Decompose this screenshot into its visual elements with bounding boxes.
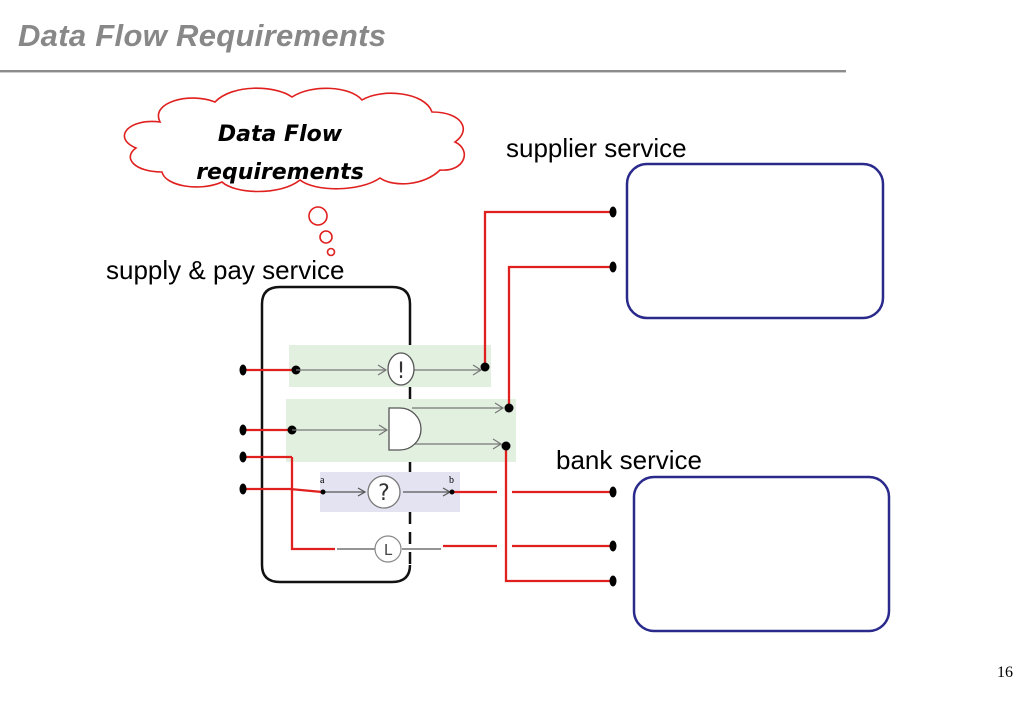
thought-cloud: [123, 87, 466, 193]
query-flow: [323, 487, 452, 497]
query-port-b-dot: [449, 489, 455, 495]
supplier-service-box: [625, 162, 885, 320]
exclusive-flow: [296, 364, 483, 376]
thought-bubble-small: [326, 247, 336, 257]
supplier-service-label: supplier service: [506, 133, 687, 163]
query-port-a-label: a: [320, 475, 325, 486]
slide-title: Data Flow Requirements: [18, 18, 387, 53]
thought-bubble-large: [308, 206, 328, 226]
cloud-caption: Data Flow requirements: [170, 116, 390, 192]
split-flow: [292, 402, 505, 450]
query-operator: [367, 475, 401, 509]
cloud-caption-line-2: requirements: [196, 160, 364, 185]
wires: [243, 210, 610, 583]
page-number: 16: [997, 664, 1013, 681]
supply-pay-service-box: [260, 285, 412, 584]
thought-bubble-medium: [319, 230, 333, 244]
bank-service-box: [632, 475, 891, 633]
title-rule-shadow: [0, 72, 846, 73]
loop-operator: [374, 535, 402, 563]
query-port-a-dot: [320, 489, 326, 495]
cloud-caption-line-1: Data Flow: [217, 122, 343, 147]
split-gate: [388, 407, 422, 451]
query-port-b-label: b: [449, 475, 454, 486]
supply-pay-service-label: supply & pay service: [106, 255, 345, 285]
exclusive-operator: [387, 352, 415, 386]
loop-operator-symbol: L: [384, 541, 393, 559]
query-operator-symbol: ?: [378, 481, 390, 506]
title-rule: [0, 70, 846, 72]
exclusive-operator-symbol: !: [397, 359, 406, 384]
bank-service-label: bank service: [556, 445, 702, 475]
